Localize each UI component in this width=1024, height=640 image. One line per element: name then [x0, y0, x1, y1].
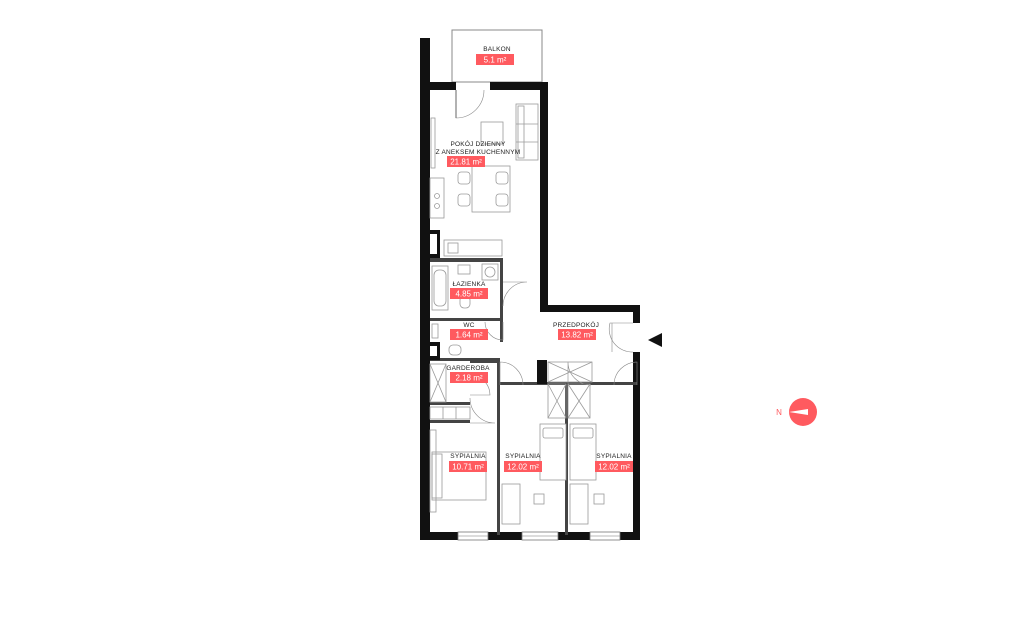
area-badge-garderoba	[450, 372, 488, 383]
room-name-pokoj-line1: POKÓJ DZIENNY	[451, 139, 506, 148]
living-room-furniture	[429, 103, 539, 257]
area-sypialnia-3: 12.02 m²	[598, 463, 630, 472]
room-name-garderoba: GARDEROBA	[446, 365, 490, 372]
area-garderoba: 2.18 m²	[455, 374, 482, 383]
room-garderoba: GARDEROBA 2.18 m²	[446, 365, 490, 383]
area-pokoj: 21.81 m²	[450, 158, 482, 167]
room-wc: WC 1.64 m²	[450, 322, 488, 340]
bathroom-furniture	[431, 263, 499, 311]
bedroom2-furniture	[501, 383, 567, 525]
area-przedpokoj: 13.82 m²	[561, 331, 593, 340]
room-name-sypialnia-2: SYPIALNIA	[505, 453, 541, 460]
bedroom3-furniture	[547, 361, 605, 525]
area-badge-sypialnia-3	[595, 461, 633, 472]
room-sypialnia-3: SYPIALNIA 12.02 m²	[595, 453, 633, 472]
interior-walls	[426, 230, 637, 535]
bottom-windows	[457, 531, 621, 541]
area-wc: 1.64 m²	[455, 331, 482, 340]
wardrobe-furniture	[429, 363, 471, 420]
area-lazienka: 4.85 m²	[455, 290, 482, 299]
area-sypialnia-2: 12.02 m²	[507, 463, 539, 472]
area-badge-przedpokoj	[558, 329, 596, 340]
doors	[455, 89, 638, 424]
compass-icon[interactable]: N	[776, 398, 817, 426]
room-przedpokoj: PRZEDPOKÓJ 13.82 m²	[553, 320, 599, 340]
area-sypialnia-1: 10.71 m²	[452, 463, 484, 472]
room-sypialnia-1: SYPIALNIA 10.71 m²	[449, 453, 487, 472]
area-balkon: 5.1 m²	[484, 56, 507, 65]
area-badge-pokoj	[447, 156, 485, 167]
room-name-wc: WC	[463, 322, 474, 329]
wc-furniture	[431, 323, 462, 356]
area-badge-sypialnia-2	[504, 461, 542, 472]
area-badge-wc	[450, 329, 488, 340]
bedroom1-furniture	[429, 429, 487, 513]
room-name-pokoj-line2: Z ANEKSEM KUCHENNYM	[436, 149, 521, 156]
area-badge-balkon	[476, 54, 514, 65]
room-name-sypialnia-1: SYPIALNIA	[450, 453, 486, 460]
room-name-balkon: BALKON	[483, 46, 511, 53]
room-name-sypialnia-3: SYPIALNIA	[596, 453, 632, 460]
entrance-arrow-icon	[648, 333, 662, 347]
room-balkon: BALKON 5.1 m²	[476, 46, 514, 65]
area-badge-lazienka	[450, 288, 488, 299]
compass-north-label: N	[776, 408, 782, 417]
room-sypialnia-2: SYPIALNIA 12.02 m²	[504, 453, 542, 472]
room-pokoj-dzienny: POKÓJ DZIENNY Z ANEKSEM KUCHENNYM 21.81 …	[436, 139, 521, 167]
area-badge-sypialnia-1	[449, 461, 487, 472]
room-lazienka: ŁAZIENKA 4.85 m²	[450, 281, 488, 299]
room-name-przedpokoj: PRZEDPOKÓJ	[553, 320, 599, 329]
room-name-lazienka: ŁAZIENKA	[452, 281, 485, 288]
